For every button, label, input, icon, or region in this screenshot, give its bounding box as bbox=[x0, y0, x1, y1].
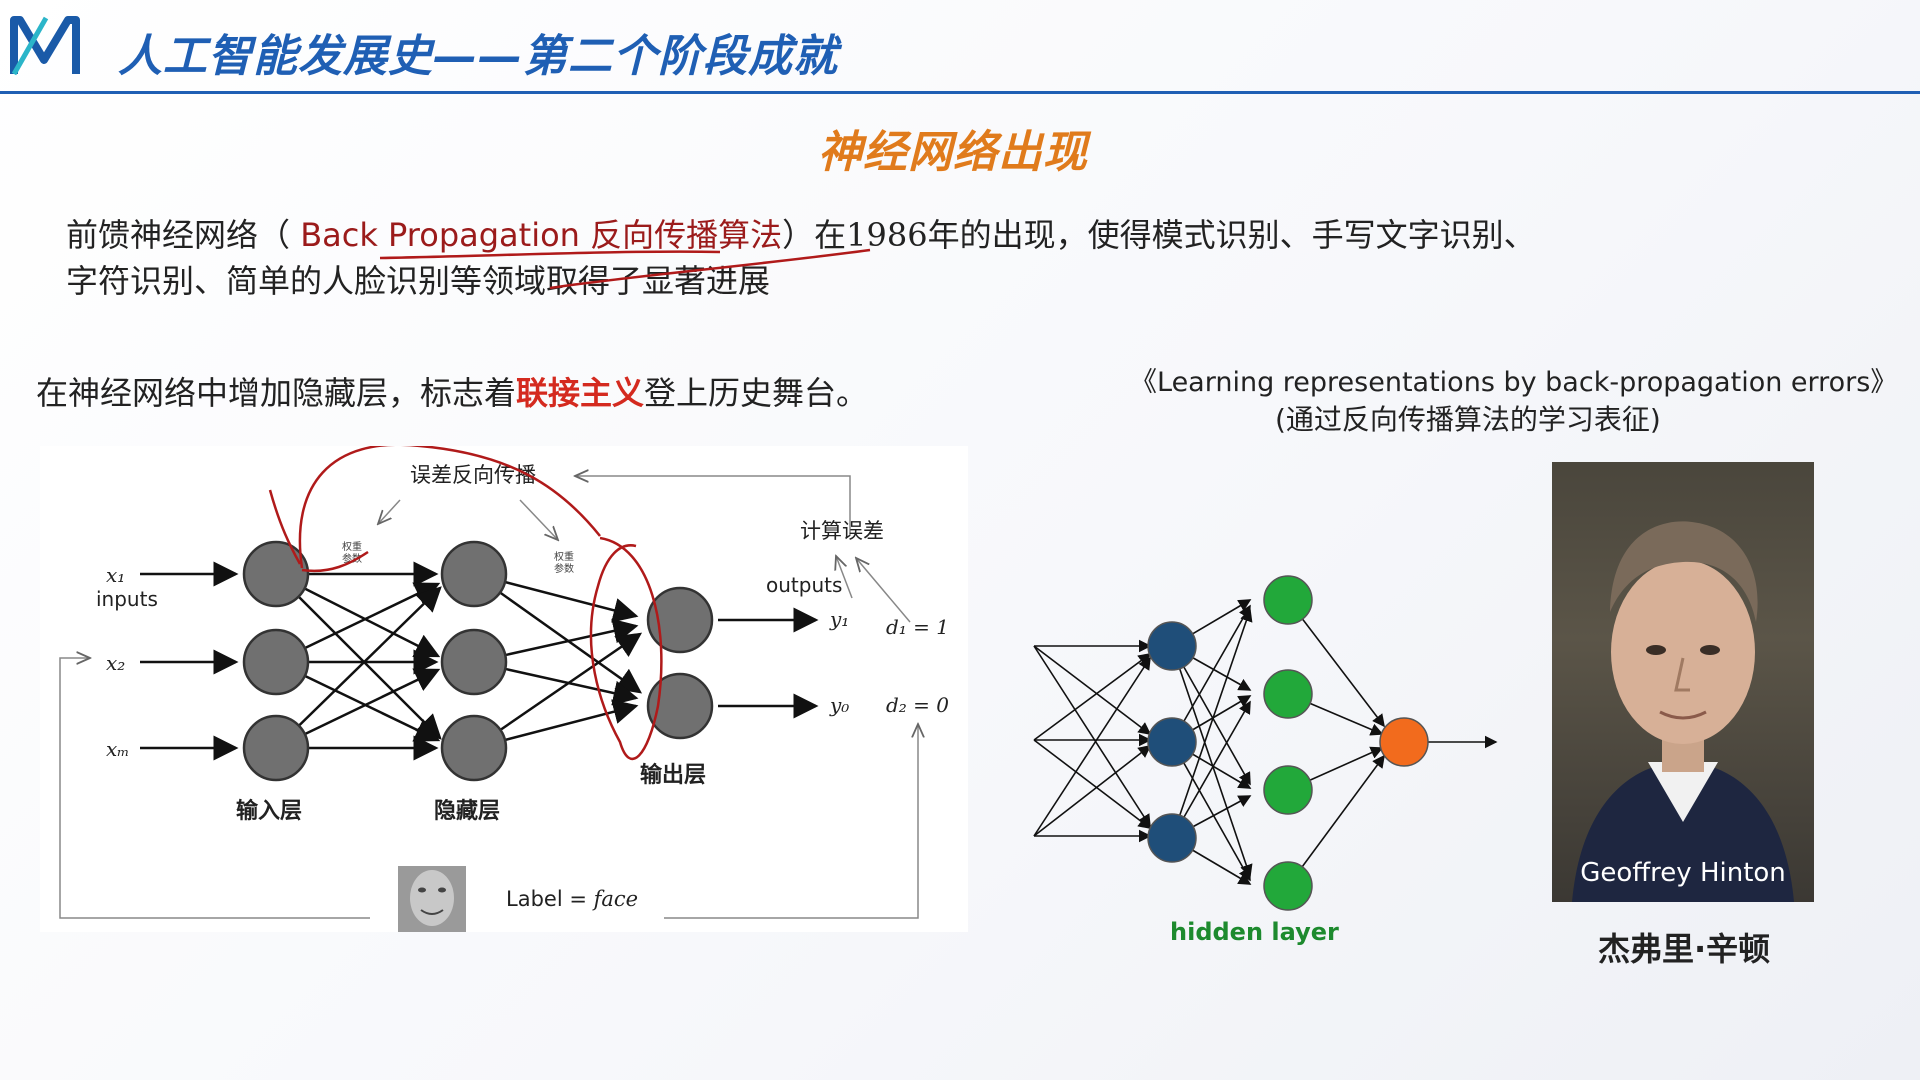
input-node bbox=[242, 628, 310, 696]
paper-title: 《Learning representations by back-propag… bbox=[1130, 367, 1898, 398]
statement-prefix: 在神经网络中增加隐藏层，标志着 bbox=[36, 374, 517, 412]
nn-output-node bbox=[1379, 717, 1429, 767]
section-title: 神经网络出现 bbox=[818, 127, 1088, 178]
weight-label-2a: 权重 bbox=[554, 550, 574, 563]
weight-label-2b: 参数 bbox=[554, 562, 574, 575]
annotation-stroke-left bbox=[268, 489, 302, 565]
photo-caption: Geoffrey Hinton bbox=[1580, 858, 1786, 888]
feedback-top-arrow bbox=[575, 476, 851, 536]
compute-error-arrow-1 bbox=[836, 556, 853, 599]
nn-input-lines bbox=[1033, 639, 1152, 843]
statement-suffix: 登上历史舞台。 bbox=[644, 374, 869, 412]
backprop-diagram: 误差反向传播 计算误差 outputs inputs 权重 参数 权重 参数 x… bbox=[40, 446, 968, 932]
weight-label-1a: 权重 bbox=[342, 540, 362, 553]
m-logo-icon bbox=[10, 16, 80, 76]
backprop-arrow-left bbox=[378, 499, 401, 524]
feedback-bottom-right bbox=[664, 724, 918, 919]
annotation-stroke-underline bbox=[379, 248, 871, 290]
label-prefix: Label = bbox=[506, 887, 594, 911]
compute-error-label: 计算误差 bbox=[800, 519, 884, 543]
y1-label: y₁ bbox=[829, 607, 849, 631]
outputs-label: outputs bbox=[766, 573, 842, 597]
nn-input-node bbox=[1147, 621, 1197, 671]
person-name: 杰弗里·辛顿 bbox=[1598, 930, 1771, 968]
backprop-arrow-right bbox=[519, 499, 558, 540]
para-highlight: Back Propagation 反向传播算法 bbox=[290, 216, 783, 254]
hinton-photo: Geoffrey Hinton bbox=[1552, 462, 1814, 902]
d1-label: d₁ = 1 bbox=[886, 615, 949, 639]
hidden-layer-label: 隐藏层 bbox=[434, 799, 500, 824]
feedback-bottom-left bbox=[59, 658, 370, 919]
backprop-label: 误差反向传播 bbox=[410, 463, 536, 487]
para-prefix: 前馈神经网络（ bbox=[66, 216, 291, 254]
nn-hidden-node bbox=[1263, 669, 1313, 719]
x2-label: x₂ bbox=[106, 651, 125, 675]
connectionism-statement: 在神经网络中增加隐藏层，标志着联接主义登上历史舞台。 bbox=[36, 368, 868, 414]
nn-hidden-node bbox=[1263, 575, 1313, 625]
weight-label-1b: 参数 bbox=[342, 552, 362, 565]
nn-hidden-node bbox=[1263, 861, 1313, 911]
y0-label: y₀ bbox=[829, 693, 849, 717]
x1-label: x₁ bbox=[106, 563, 125, 587]
output-node bbox=[646, 586, 714, 654]
output-node bbox=[646, 672, 714, 740]
nn-hidden-node bbox=[1263, 765, 1313, 815]
xm-label: xₘ bbox=[106, 737, 130, 761]
input-layer-label: 输入层 bbox=[236, 798, 302, 824]
annotation-arc-top bbox=[298, 446, 601, 569]
output-layer-label: 输出层 bbox=[640, 762, 706, 788]
para-suffix: ）在1986年的出现，使得模式识别、手写文字识别、字符识别、简单的人脸识别等领域… bbox=[66, 216, 1536, 300]
face-thumbnail-icon bbox=[398, 866, 466, 932]
header-divider bbox=[0, 91, 1920, 94]
intro-paragraph: 前馈神经网络（ Back Propagation 反向传播算法）在1986年的出… bbox=[66, 212, 1536, 304]
label-text: Label = face bbox=[506, 887, 638, 911]
annotation-stroke-weight bbox=[301, 550, 369, 573]
input-node bbox=[242, 540, 310, 608]
input-node bbox=[242, 714, 310, 782]
hidden-node bbox=[440, 540, 508, 608]
statement-emphasis: 联接主义 bbox=[516, 374, 645, 412]
page-title: 人工智能发展史——第二个阶段成就 bbox=[118, 31, 838, 82]
inputs-label: inputs bbox=[96, 587, 158, 611]
hidden-layer-diagram: hidden layer bbox=[1033, 575, 1498, 946]
paper-subtitle: (通过反向传播算法的学习表征) bbox=[1275, 403, 1661, 436]
hidden-node bbox=[440, 628, 508, 696]
hidden-layer-caption: hidden layer bbox=[1170, 918, 1339, 946]
label-value: face bbox=[592, 887, 638, 911]
nn-input-node bbox=[1147, 717, 1197, 767]
d2-label: d₂ = 0 bbox=[886, 693, 949, 717]
compute-error-arrow-2 bbox=[856, 558, 911, 623]
portrait-illustration bbox=[1572, 521, 1794, 902]
nn-input-node bbox=[1147, 813, 1197, 863]
annotation-circle-output bbox=[589, 536, 663, 761]
hidden-node bbox=[440, 714, 508, 782]
